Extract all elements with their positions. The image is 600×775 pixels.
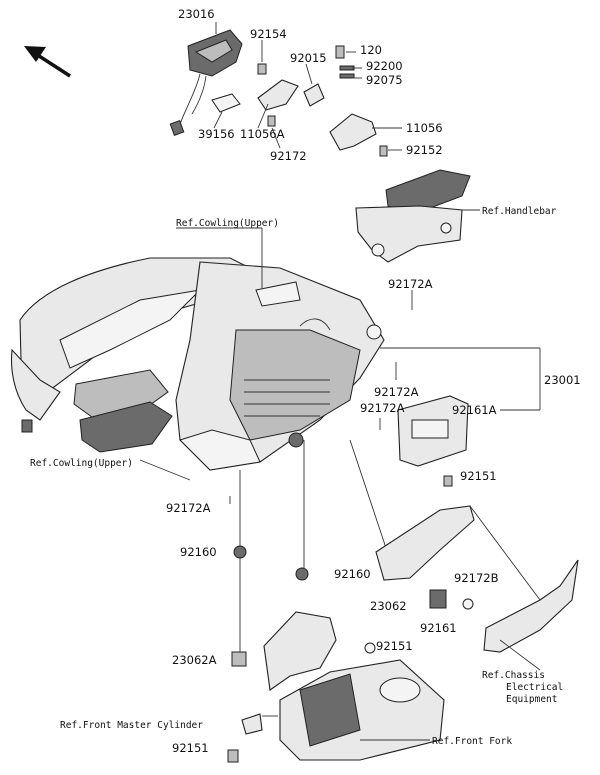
ref-front-fork: Ref.Front Fork bbox=[432, 736, 512, 747]
label-92151-3: 92151 bbox=[172, 741, 209, 755]
label-92160-2: 92160 bbox=[334, 567, 371, 581]
label-92172a-3: 92172A bbox=[360, 401, 405, 415]
headlight-assembly bbox=[175, 261, 385, 471]
lower-mount-bracket bbox=[227, 545, 445, 763]
label-92172a-1: 92172A bbox=[388, 277, 433, 291]
label-92172b: 92172B bbox=[454, 571, 499, 585]
switch-assembly-parts bbox=[169, 29, 388, 157]
ref-cowling-upper-left: Ref.Cowling(Upper) bbox=[30, 458, 133, 469]
label-92161: 92161 bbox=[420, 621, 457, 635]
ref-cowling-upper-top: Ref.Cowling(Upper) bbox=[176, 218, 279, 229]
label-23016: 23016 bbox=[178, 7, 215, 21]
ref-handlebar: Ref.Handlebar bbox=[482, 206, 557, 217]
ref-chassis-line1: Ref.Chassis bbox=[482, 670, 545, 681]
chassis-bracket bbox=[375, 505, 579, 671]
label-92160-1: 92160 bbox=[180, 545, 217, 559]
label-23062a: 23062A bbox=[172, 653, 217, 667]
arrow-up-left-icon bbox=[24, 46, 71, 78]
ref-chassis-line3: Equipment bbox=[506, 694, 557, 705]
label-92075: 92075 bbox=[366, 73, 403, 87]
label-92161a: 92161A bbox=[452, 403, 497, 417]
ref-chassis-line2: Electrical bbox=[506, 682, 563, 693]
label-120: 120 bbox=[360, 43, 382, 57]
rubber-mount-bracket bbox=[397, 395, 469, 487]
label-23062: 23062 bbox=[370, 599, 407, 613]
label-39156: 39156 bbox=[198, 127, 235, 141]
label-23001: 23001 bbox=[544, 373, 581, 387]
cowling-upper bbox=[11, 257, 252, 453]
label-92172a-4: 92172A bbox=[166, 501, 211, 515]
label-92151-2: 92151 bbox=[376, 639, 413, 653]
label-92172: 92172 bbox=[270, 149, 307, 163]
leader-lines-mid bbox=[139, 227, 541, 660]
label-92151-1: 92151 bbox=[460, 469, 497, 483]
handlebar-bracket bbox=[355, 169, 480, 263]
label-92154: 92154 bbox=[250, 27, 287, 41]
label-92172a-2: 92172A bbox=[374, 385, 419, 399]
leader-lines-top bbox=[213, 22, 402, 151]
label-11056: 11056 bbox=[406, 121, 443, 135]
label-92200: 92200 bbox=[366, 59, 403, 73]
label-92015: 92015 bbox=[290, 51, 327, 65]
label-92152: 92152 bbox=[406, 143, 443, 157]
label-11056a: 11056A bbox=[240, 127, 285, 141]
ref-front-master-cylinder: Ref.Front Master Cylinder bbox=[60, 720, 203, 731]
